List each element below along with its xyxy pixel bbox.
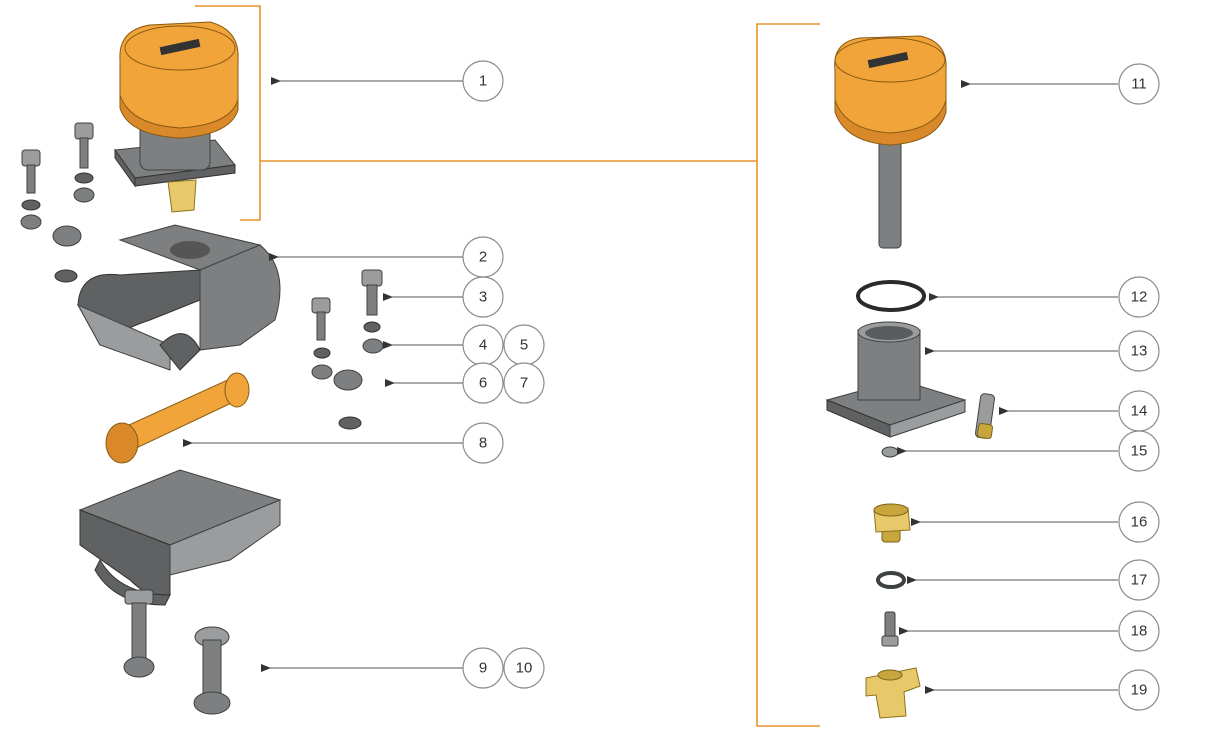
right-leader-lines [897,80,1118,694]
callout-16: 16 [1118,501,1160,543]
callout-3: 3 [462,276,504,318]
long-bolts-illustration [123,589,231,715]
pin-illustration [975,393,995,440]
svg-text:4: 4 [479,337,487,354]
screw-illustration [881,611,899,647]
spool-shaft-illustration [105,372,250,464]
disc-holder-illustration [865,667,921,719]
callout-12: 12 [1118,276,1160,318]
svg-text:16: 16 [1131,514,1148,531]
callout-14: 14 [1118,390,1160,432]
upper-body-illustration [76,224,281,371]
bonnet-illustration [825,321,967,438]
svg-text:18: 18 [1131,623,1148,640]
svg-text:19: 19 [1131,682,1148,699]
callout-13: 13 [1118,330,1160,372]
svg-text:2: 2 [479,249,487,266]
small-washer-illustration [881,446,899,458]
callout-1: 1 [462,60,504,102]
svg-text:11: 11 [1131,76,1147,93]
fasteners-illustration [311,269,384,430]
brass-bushing-illustration [873,503,911,543]
callout-10: 10 [503,647,545,689]
lower-body-illustration [78,469,282,606]
callout-11: 11 [1118,63,1160,105]
callout-2: 2 [462,236,504,278]
callout-8: 8 [462,422,504,464]
svg-text:9: 9 [479,660,487,677]
callout-18: 18 [1118,610,1160,652]
svg-text:14: 14 [1131,403,1148,420]
svg-text:1: 1 [479,73,487,90]
svg-text:13: 13 [1131,343,1148,360]
handwheel-stem-illustration [834,35,947,249]
svg-text:3: 3 [479,289,487,306]
callout-19: 19 [1118,669,1160,711]
svg-text:12: 12 [1131,289,1148,306]
small-bolts-nuts-illustration [20,122,95,283]
callout-9: 9 [462,647,504,689]
svg-text:10: 10 [516,660,533,677]
svg-text:8: 8 [479,435,487,452]
svg-text:17: 17 [1131,572,1148,589]
left-leader-lines [183,77,463,672]
callout-15: 15 [1118,430,1160,472]
svg-text:7: 7 [520,375,528,392]
svg-text:6: 6 [479,375,487,392]
callout-7: 7 [503,362,545,404]
callout-5: 5 [503,324,545,366]
svg-text:5: 5 [520,337,528,354]
assembly-bracket [195,5,820,727]
handwheel-assembly-illustration [114,21,239,213]
callout-4: 4 [462,324,504,366]
callout-17: 17 [1118,559,1160,601]
washer-illustration [876,571,906,589]
callout-6: 6 [462,362,504,404]
svg-text:15: 15 [1131,443,1148,460]
o-ring-illustration [856,280,926,312]
